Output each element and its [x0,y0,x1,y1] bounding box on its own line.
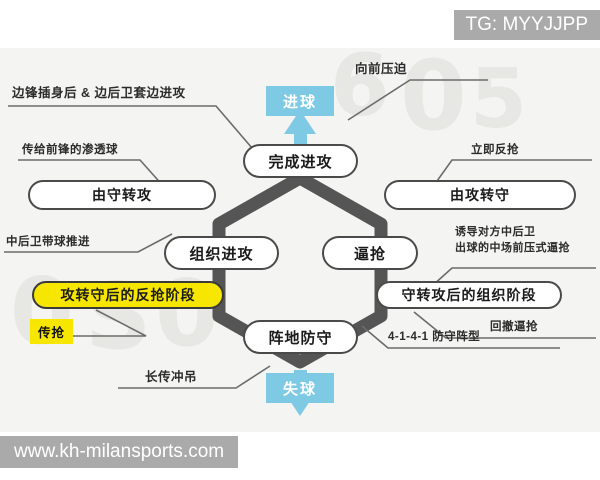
annotation-forward-press: 向前压迫 [355,62,408,76]
leader-immediate-counterpress [431,159,592,189]
annotation-induce-press-line1: 诱导对方中后卫 [455,226,536,238]
annotation-immediate-counterpress: 立即反抢 [471,144,519,156]
leader-forward-press [347,79,488,121]
annotation-long-ball: 长传冲吊 [145,370,198,384]
node-organize-attack[interactable]: 组织进攻 [164,236,279,270]
leader-cb-carry [4,233,173,253]
cycle-ring [212,171,388,369]
annotation-wing-overlap: 边锋插身后 & 边后卫套边进攻 [12,86,186,100]
node-def-to-att[interactable]: 由守转攻 [28,180,216,210]
ghost-char-3: 0 [10,258,77,365]
annotation-through-ball: 传给前锋的渗透球 [22,144,118,156]
leader-induce-press [431,267,596,287]
annotation-retreat-press: 回撤逼抢 [490,321,538,333]
leader-long-ball [118,365,271,389]
node-organize-phase-label: 守转攻后的组织阶段 [401,287,537,303]
ghost-char-0: 6 [330,48,392,136]
result-box-goal-conceded: 失球 [266,373,334,403]
node-def-to-att-label: 由守转攻 [92,187,152,203]
node-att-to-def-label: 由攻转守 [450,187,510,203]
node-positional-defense[interactable]: 阵地防守 [243,320,358,354]
ghost-char-1: 0 [400,48,469,152]
leader-wing-overlap [8,105,253,149]
site-watermark: www.kh-milansports.com [0,436,239,468]
ghost-char-2: 5 [470,52,530,147]
telegram-watermark: TG: MYYJJPP [453,10,600,40]
node-press-label: 逼抢 [353,245,386,263]
annotation-induce-press-line2: 出球的中场前压式逼抢 [455,242,570,254]
leader-lines [4,79,596,389]
node-finish-attack[interactable]: 完成进攻 [243,144,358,178]
leader-defensive-shape [361,325,560,349]
node-positional-defense-label: 阵地防守 [268,329,333,347]
node-organize-attack-label: 组织进攻 [189,245,254,263]
leader-through-ball [18,159,166,189]
leader-retreat-press [413,311,596,339]
node-organize-phase[interactable]: 守转攻后的组织阶段 [376,281,562,309]
result-box-goal-scored: 进球 [266,86,334,116]
node-press[interactable]: 逼抢 [322,236,418,270]
chip-pass-press: 传抢 [30,319,74,344]
annotation-cb-carry: 中后卫带球推进 [6,236,90,248]
annotation-defensive-shape: 4-1-4-1 防守阵型 [388,331,481,343]
node-finish-attack-label: 完成进攻 [268,153,333,171]
leader-counterpress-phase [38,309,147,337]
ghost-char-5: 0 [155,260,222,367]
node-counterpress-phase-label: 攻转守后的反抢阶段 [60,287,196,303]
diagram-canvas: 6 0 5 0 S 0 [0,48,600,432]
node-counterpress-phase[interactable]: 攻转守后的反抢阶段 [32,281,224,309]
node-att-to-def[interactable]: 由攻转守 [384,180,576,210]
